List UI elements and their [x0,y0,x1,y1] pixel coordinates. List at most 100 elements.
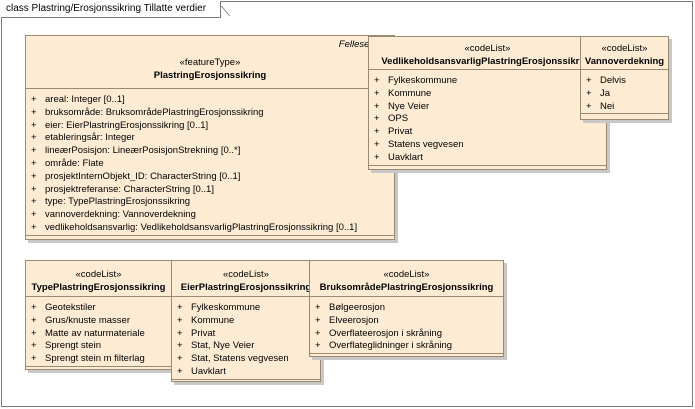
class-header: «codeList» EierPlastringErosjonssikring [172,261,320,297]
item-text: Statens vegvesen [388,138,464,150]
list-item: + prosjektInternObjekt_ID: CharacterStrin… [26,171,394,184]
value-list: +Delvis+Ja+Nei [581,70,668,115]
list-item: + Grus/knuste masser [26,315,171,328]
class-name: VedlikeholdsansvarligPlastringErosjonssi… [381,56,594,67]
item-text: Kommune [191,314,235,326]
stereotype-label: «featureType» [179,57,241,68]
visibility-marker: + [31,302,37,313]
list-item: +Stat, Nye Veier [172,340,320,353]
list-item: +OPS [369,113,606,126]
visibility-marker: + [31,170,37,182]
item-text: prosjektreferanse: CharacterString [0..1… [45,183,214,195]
class-plastring-erosjonssikring[interactable]: Fellesegens «featureType» PlastringErosj… [25,35,395,240]
list-item: +Uavklart [369,152,606,165]
stereotype-label: «codeList» [383,269,430,280]
visibility-marker: + [315,314,321,326]
item-text: Fylkeskommune [191,302,261,313]
list-item: + vannoverdekning: Vannoverdekning [26,209,394,222]
item-text: bruksområde: BruksområdePlastringErosjon… [45,106,264,118]
value-list: + Bølgeerosjon + Elveerosjon +Overflateerosj… [310,297,503,355]
list-item: + Geotekstiler [26,302,171,315]
visibility-marker: + [31,314,37,326]
item-text: Nei [600,100,615,112]
list-item: +Overflateerosjon i skråning [310,328,503,341]
item-text: vedlikeholdsansvarlig: Vedlikeholdsansva… [45,221,358,233]
diagram-frame-title: class Plastring/Erosjonssikring Tillatte… [1,1,222,18]
list-item: +etableringsår: Integer [26,132,394,145]
list-item: + Privat [172,328,320,341]
item-text: Matte av naturmateriale [45,327,145,339]
list-item: +type: TypePlastringErosjonssikring [26,196,394,209]
class-header: «codeList» BruksområdePlastringErosjonss… [310,261,503,297]
list-item: + bruksområde: BruksområdePlastringErosjo… [26,107,394,120]
item-text: Overflateglidninger i skråning [329,340,453,352]
visibility-marker: + [374,100,380,112]
value-list: + Fylkeskommune + Kommune + Privat+Stat, Nye … [172,297,320,380]
list-item: +Matte av naturmateriale [26,328,171,341]
list-item: + lineærPosisjon: LineærPosisjonStrekning… [26,145,394,158]
item-text: areal: Integer [0..1] [45,94,125,105]
list-item: + Fylkeskommune [369,75,606,88]
item-text: Bølgeerosjon [329,302,385,313]
list-item: +areal: Integer [0..1] [26,94,394,107]
visibility-marker: + [374,75,380,86]
class-bruksomrade-plastring[interactable]: «codeList» BruksområdePlastringErosjonss… [309,260,504,357]
item-text: Uavklart [388,151,423,163]
list-item: + Nei [581,101,668,114]
visibility-marker: + [374,126,380,138]
item-text: vannoverdekning: Vannoverdekning [45,209,196,221]
list-item: +Delvis [581,75,668,88]
list-item: + Kommune [172,315,320,328]
list-item: +Uavklart [172,366,320,379]
class-header: «codeList» Vannoverdekning [581,37,668,70]
visibility-marker: + [374,138,380,150]
item-text: Fylkeskommune [388,75,458,86]
visibility-marker: + [586,100,592,112]
item-text: område: Flate [45,157,104,169]
item-text: type: TypePlastringErosjonssikring [45,196,191,208]
list-item: + Elveerosjon [310,315,503,328]
list-item: +Privat [369,126,606,139]
class-header: «codeList» VedlikeholdsansvarligPlastrin… [369,37,606,70]
visibility-marker: + [31,209,37,221]
item-text: Privat [191,327,216,339]
visibility-marker: + [177,302,183,313]
class-name: PlastringErosjonssikring [153,70,267,81]
class-vedlikeholdsansvarlig[interactable]: «codeList» VedlikeholdsansvarligPlastrin… [368,36,607,170]
class-eier-plastring[interactable]: «codeList» EierPlastringErosjonssikring … [171,260,321,382]
visibility-marker: + [31,353,37,365]
list-item: + vedlikeholdsansvarlig: Vedlikeholdsansv… [26,222,394,235]
item-text: Ja [600,87,611,99]
item-text: Sprengt stein [45,340,101,352]
class-vannoverdekning[interactable]: «codeList» Vannoverdekning +Delvis+Ja+Ne… [580,36,669,120]
class-name: TypePlastringErosjonssikring [31,282,166,293]
visibility-marker: + [31,145,37,157]
class-name: EierPlastringErosjonssikring [180,282,312,293]
item-text: Stat, Statens vegvesen [191,353,289,365]
value-list: +Fylkeskommune+Kommune+Nye Veier+OPS+Pri… [369,70,606,166]
item-text: etableringsår: Integer [45,132,135,144]
class-header: Fellesegens «featureType» PlastringErosj… [26,36,394,89]
item-text: Grus/knuste masser [45,314,130,326]
list-item: +Sprengt stein m filterlag [26,353,171,366]
visibility-marker: + [177,314,183,326]
visibility-marker: + [177,340,183,352]
list-item: +område: Flate [26,158,394,171]
visibility-marker: + [315,340,321,352]
visibility-marker: + [315,327,321,339]
item-text: lineærPosisjon: LineærPosisjonStrekning … [45,145,241,157]
item-text: Geotekstiler [45,302,96,313]
visibility-marker: + [31,340,37,352]
package-label: Fellesegens [338,39,390,50]
visibility-marker: + [31,106,37,118]
visibility-marker: + [315,302,321,313]
list-item: +Nye Veier [369,101,606,114]
visibility-marker: + [586,75,592,86]
list-item: + Statens vegvesen [369,139,606,152]
visibility-marker: + [177,327,183,339]
item-text: prosjektInternObjekt_ID: CharacterString… [45,170,241,182]
stereotype-label: «codeList» [601,43,648,54]
item-text: Elveerosjon [329,314,379,326]
visibility-marker: + [31,221,37,233]
class-type-plastring[interactable]: «codeList» TypePlastringErosjonssikring … [25,260,172,370]
